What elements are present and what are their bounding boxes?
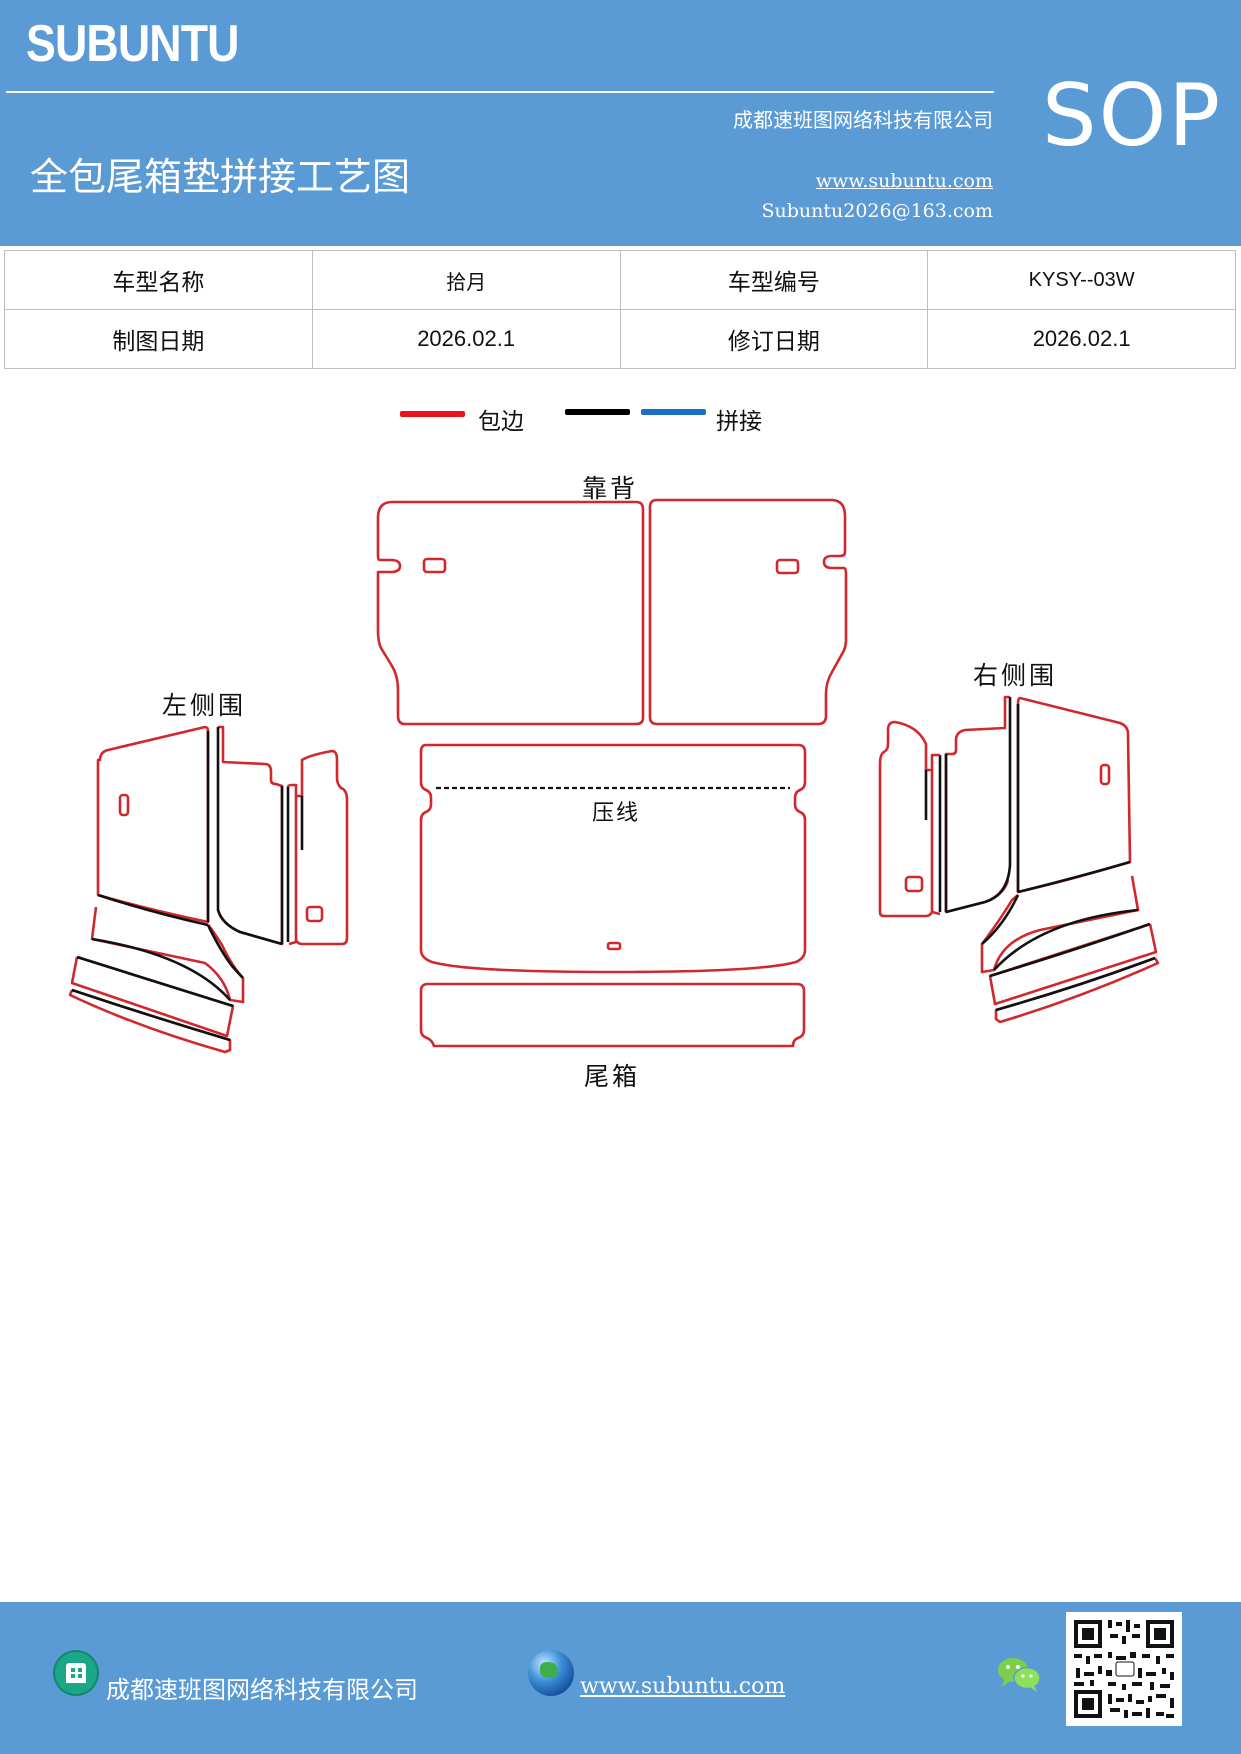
footer-banner: 成都速班图网络科技有限公司 www.subuntu.com: [0, 1602, 1241, 1754]
brand-logo: SUBUNTU: [26, 15, 239, 73]
sop-badge: SOP: [1042, 66, 1223, 166]
table-row: 车型名称 拾月 车型编号 KYSY--03W: [4, 250, 1236, 310]
backrest-label: 靠背: [582, 474, 639, 503]
globe-icon: [528, 1650, 574, 1696]
header-banner: SUBUNTU 成都速班图网络科技有限公司 全包尾箱垫拼接工艺图 www.sub…: [0, 0, 1241, 246]
legend: 包边 拼接: [0, 400, 1241, 440]
backrest-right-panel: [648, 498, 848, 726]
header-divider: [6, 91, 994, 93]
trunk-mat-diagram: [68, 498, 1160, 1054]
right-side-wall: [878, 695, 1160, 1024]
legend-edge-label: 包边: [478, 409, 524, 435]
table-row: 制图日期 2026.02.1 修订日期 2026.02.1: [4, 309, 1236, 369]
backrest-left-slot: [422, 557, 447, 574]
legend-seam-label: 拼接: [716, 409, 762, 435]
model-code-label: 车型编号: [619, 250, 929, 310]
model-code-value: KYSY--03W: [927, 250, 1236, 310]
draw-date-value: 2026.02.1: [311, 309, 621, 369]
revision-date-label: 修订日期: [619, 309, 929, 369]
website-link[interactable]: www.subuntu.com: [815, 170, 993, 192]
qr-code[interactable]: [1066, 1612, 1182, 1726]
company-name: 成都速班图网络科技有限公司: [733, 108, 993, 132]
right-side-label: 右侧围: [973, 661, 1058, 690]
wechat-icon[interactable]: [996, 1654, 1042, 1694]
footer-website-link[interactable]: www.subuntu.com: [580, 1674, 786, 1699]
trunk-floor-slot: [606, 941, 622, 951]
revision-date-value: 2026.02.1: [927, 309, 1236, 369]
info-table: 车型名称 拾月 车型编号 KYSY--03W 制图日期 2026.02.1 修订…: [4, 250, 1236, 369]
left-side-wall: [68, 725, 349, 1054]
legend-black-swatch: [565, 409, 630, 415]
email-address: Subuntu2026@163.com: [761, 200, 993, 222]
draw-date-label: 制图日期: [4, 309, 313, 369]
left-side-label: 左侧围: [162, 691, 247, 720]
model-name-value: 拾月: [311, 250, 621, 310]
legend-seam-swatch: [641, 409, 706, 415]
backrest-left-panel: [376, 500, 645, 726]
trunk-label: 尾箱: [584, 1062, 641, 1091]
backrest-right-slot: [775, 558, 800, 575]
trunk-bottom-strip: [419, 982, 806, 1048]
crease-label: 压线: [592, 801, 641, 826]
trunk-floor-panel: [419, 743, 807, 974]
building-icon: [53, 1650, 99, 1696]
model-name-label: 车型名称: [4, 250, 313, 310]
legend-edge-swatch: [400, 411, 465, 417]
document-title: 全包尾箱垫拼接工艺图: [30, 155, 411, 199]
footer-company: 成都速班图网络科技有限公司: [106, 1676, 418, 1704]
